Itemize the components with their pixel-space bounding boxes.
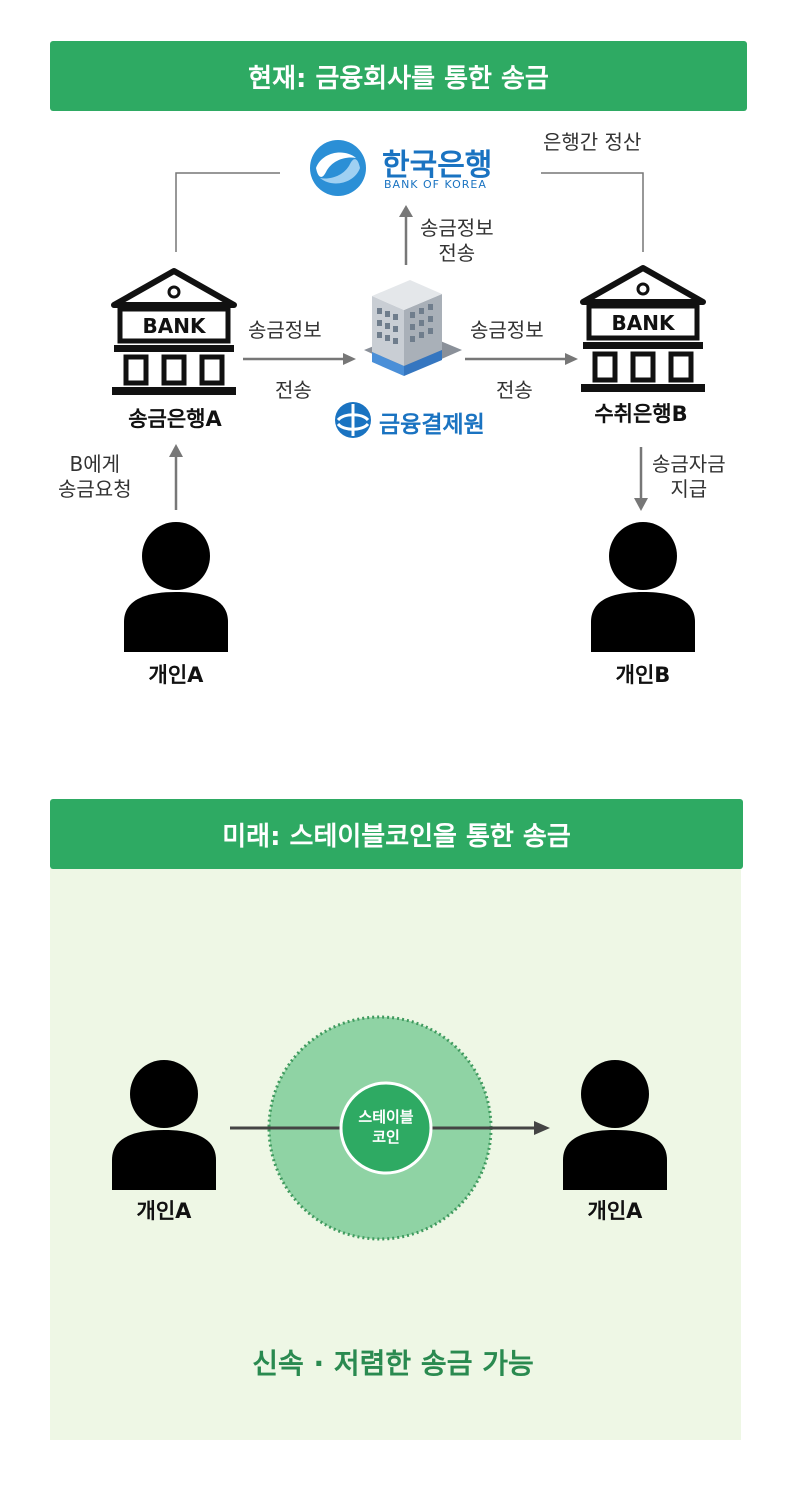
bank-a-label: 송금은행A: [128, 407, 222, 431]
person-a-icon: [124, 522, 228, 652]
left-info-label: 송금정보: [248, 318, 322, 342]
future-person-right-icon: [563, 1060, 667, 1190]
person-b-icon: [591, 522, 695, 652]
request-label: B에게 송금요청: [58, 452, 132, 501]
payout-label: 송금자금 지급: [652, 452, 726, 501]
right-send-label: 전송: [496, 378, 533, 402]
stablecoin-label: 스테이블 코인: [358, 1108, 414, 1146]
person-a-label: 개인A: [148, 663, 204, 687]
building-icon: [364, 280, 462, 376]
future-header: 미래: 스테이블코인을 통한 송금: [50, 799, 743, 869]
tagline: 신속 · 저렴한 송금 가능: [252, 1347, 534, 1380]
future-person-right-label: 개인A: [587, 1199, 643, 1223]
bok-emblem-icon: [308, 138, 368, 198]
left-send-label: 전송: [275, 378, 312, 402]
right-info-label: 송금정보: [470, 318, 544, 342]
person-b-label: 개인B: [615, 663, 671, 687]
bank-b-icon: BANK: [580, 265, 706, 392]
settlement-label: 은행간 정산: [543, 130, 642, 154]
bok-subtitle: BANK OF KOREA: [384, 178, 487, 191]
connector-lines: [169, 172, 648, 511]
bank-b-sign: BANK: [612, 311, 676, 335]
bank-b-label: 수취은행B: [594, 402, 688, 426]
bank-a-icon: BANK: [111, 268, 237, 395]
kftc-label: 금융결제원: [379, 412, 485, 438]
center-info-label: 송금정보 전송: [420, 216, 494, 265]
future-person-left-label: 개인A: [136, 1199, 192, 1223]
kftc-logo-icon: [334, 401, 372, 439]
current-header: 현재: 금융회사를 통한 송금: [50, 41, 747, 111]
bok-name: 한국은행: [382, 148, 493, 183]
future-person-left-icon: [112, 1060, 216, 1190]
bank-a-sign: BANK: [143, 314, 207, 338]
